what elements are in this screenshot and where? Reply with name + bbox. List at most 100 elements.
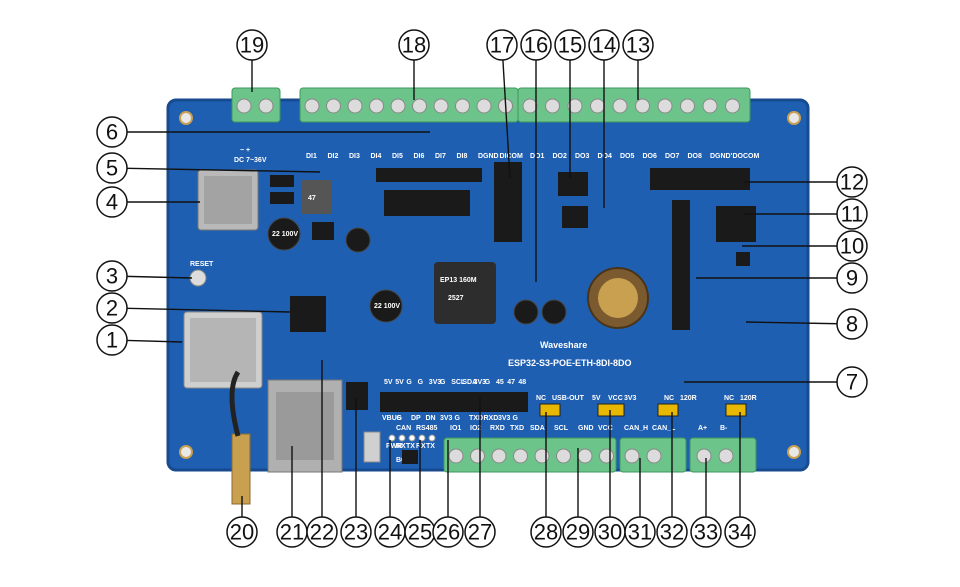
smd-component [270, 192, 294, 204]
terminal-screw [304, 98, 320, 114]
header-top-label: 47 [507, 379, 515, 386]
usb-c-port[interactable] [346, 382, 368, 410]
callout-circle [226, 516, 258, 548]
header-bottom-label: 3V3 [440, 415, 453, 422]
board-model-label: ESP32-S3-POE-ETH-8DI-8DO [508, 358, 632, 368]
callout-number: 9 [846, 266, 858, 291]
callout-33: 33 [690, 458, 722, 548]
di-label: DI6 [414, 153, 425, 160]
power-inductor: 2527 EP13 160M [434, 262, 496, 324]
di-label: DI4 [371, 153, 382, 160]
chip-15 [558, 172, 588, 196]
header-top-label: 3V3 [429, 379, 442, 386]
bottom-terminal-label: VCC [598, 425, 613, 432]
terminal-screw [326, 98, 341, 114]
digital-input-terminal-block [299, 87, 519, 123]
terminal-screw [347, 98, 363, 114]
callout-circle [656, 516, 688, 548]
jumper-label: NC [724, 395, 734, 402]
di-label: DGND [478, 153, 499, 160]
callout-number: 14 [592, 33, 616, 58]
callout-number: 3 [106, 264, 118, 289]
callout-circle [836, 366, 868, 398]
callout-circle [554, 29, 586, 61]
bottom-terminal-label: B- [720, 425, 728, 432]
gpio-pin-header [380, 392, 528, 412]
callout-leader-line [745, 321, 853, 325]
callout-circle [306, 516, 338, 548]
callout-circle [96, 186, 128, 218]
capacitor-a-label: 22 100V [272, 231, 298, 238]
jumper-rs485-120r[interactable] [725, 403, 747, 417]
terminal-screw [657, 98, 673, 114]
header-top-label: SCL [451, 379, 466, 386]
header-bottom-label: 3V3 [498, 415, 511, 422]
header-bottom-label: VBUS [382, 415, 402, 422]
callout-circle [836, 308, 868, 340]
callout-number: 28 [534, 520, 558, 545]
capacitor-e [369, 289, 403, 323]
jumper-usb-out[interactable] [539, 403, 561, 417]
callout-circle [96, 324, 128, 356]
callout-number: 22 [310, 520, 334, 545]
antenna-connector [229, 370, 251, 505]
terminal-screw [448, 448, 464, 464]
do-driver-strip [672, 200, 690, 330]
callout-number: 15 [558, 33, 582, 58]
callout-number: 16 [524, 33, 548, 58]
jumper-label: NC [536, 395, 546, 402]
callout-number: 34 [728, 520, 752, 545]
callout-8: 8 [745, 308, 868, 340]
do-label: DO1 [530, 153, 545, 160]
terminal-screw [624, 448, 640, 464]
digital-output-terminal-block [517, 87, 751, 123]
bottom-terminal-screws [448, 448, 734, 464]
status-led [388, 434, 396, 442]
rj45-ethernet-port[interactable] [267, 379, 343, 473]
terminal-screw [702, 98, 718, 114]
chip-11 [716, 206, 756, 242]
bottom-terminal-label: RXD [490, 425, 505, 432]
callout-6: 6 [96, 116, 430, 148]
terminal-screw [567, 98, 583, 114]
capacitor-d [541, 299, 567, 325]
led-label: RX [416, 443, 426, 450]
terminal-screw [545, 98, 560, 114]
callout-number: 1 [106, 328, 118, 353]
reset-button[interactable] [189, 269, 207, 287]
callout-32: 32 [656, 412, 688, 548]
callout-34: 34 [724, 412, 756, 548]
status-led [418, 434, 426, 442]
terminal-screw [390, 98, 406, 114]
regulator-chip [312, 222, 334, 240]
status-led [428, 434, 436, 442]
jumper-can-120r[interactable] [657, 403, 679, 417]
callout-circle [236, 29, 268, 61]
callout-leader-line [111, 307, 291, 313]
callout-circle [690, 516, 722, 548]
capacitor-e-label: 22 100V [374, 303, 400, 310]
terminal-screw [646, 448, 662, 464]
do-connector-12 [650, 168, 750, 190]
callout-circle [464, 516, 496, 548]
jumper-label: 120R [740, 395, 757, 402]
boot-button[interactable] [402, 450, 418, 464]
rtc-battery-holder [587, 267, 649, 329]
do-label: DO3 [575, 153, 590, 160]
bottom-terminal-label: IO1 [450, 425, 461, 432]
di-label: DI5 [392, 153, 403, 160]
callout-leader-line [111, 167, 321, 173]
callout-leader-line [501, 44, 511, 179]
callout-number: 25 [408, 520, 432, 545]
callout-circle [724, 516, 756, 548]
jumper-vcc[interactable] [597, 403, 625, 417]
callout-circle [96, 260, 128, 292]
callout-circle [836, 166, 868, 198]
header-top-label: SDA [462, 379, 477, 386]
transformer-label: 47 [308, 195, 316, 202]
